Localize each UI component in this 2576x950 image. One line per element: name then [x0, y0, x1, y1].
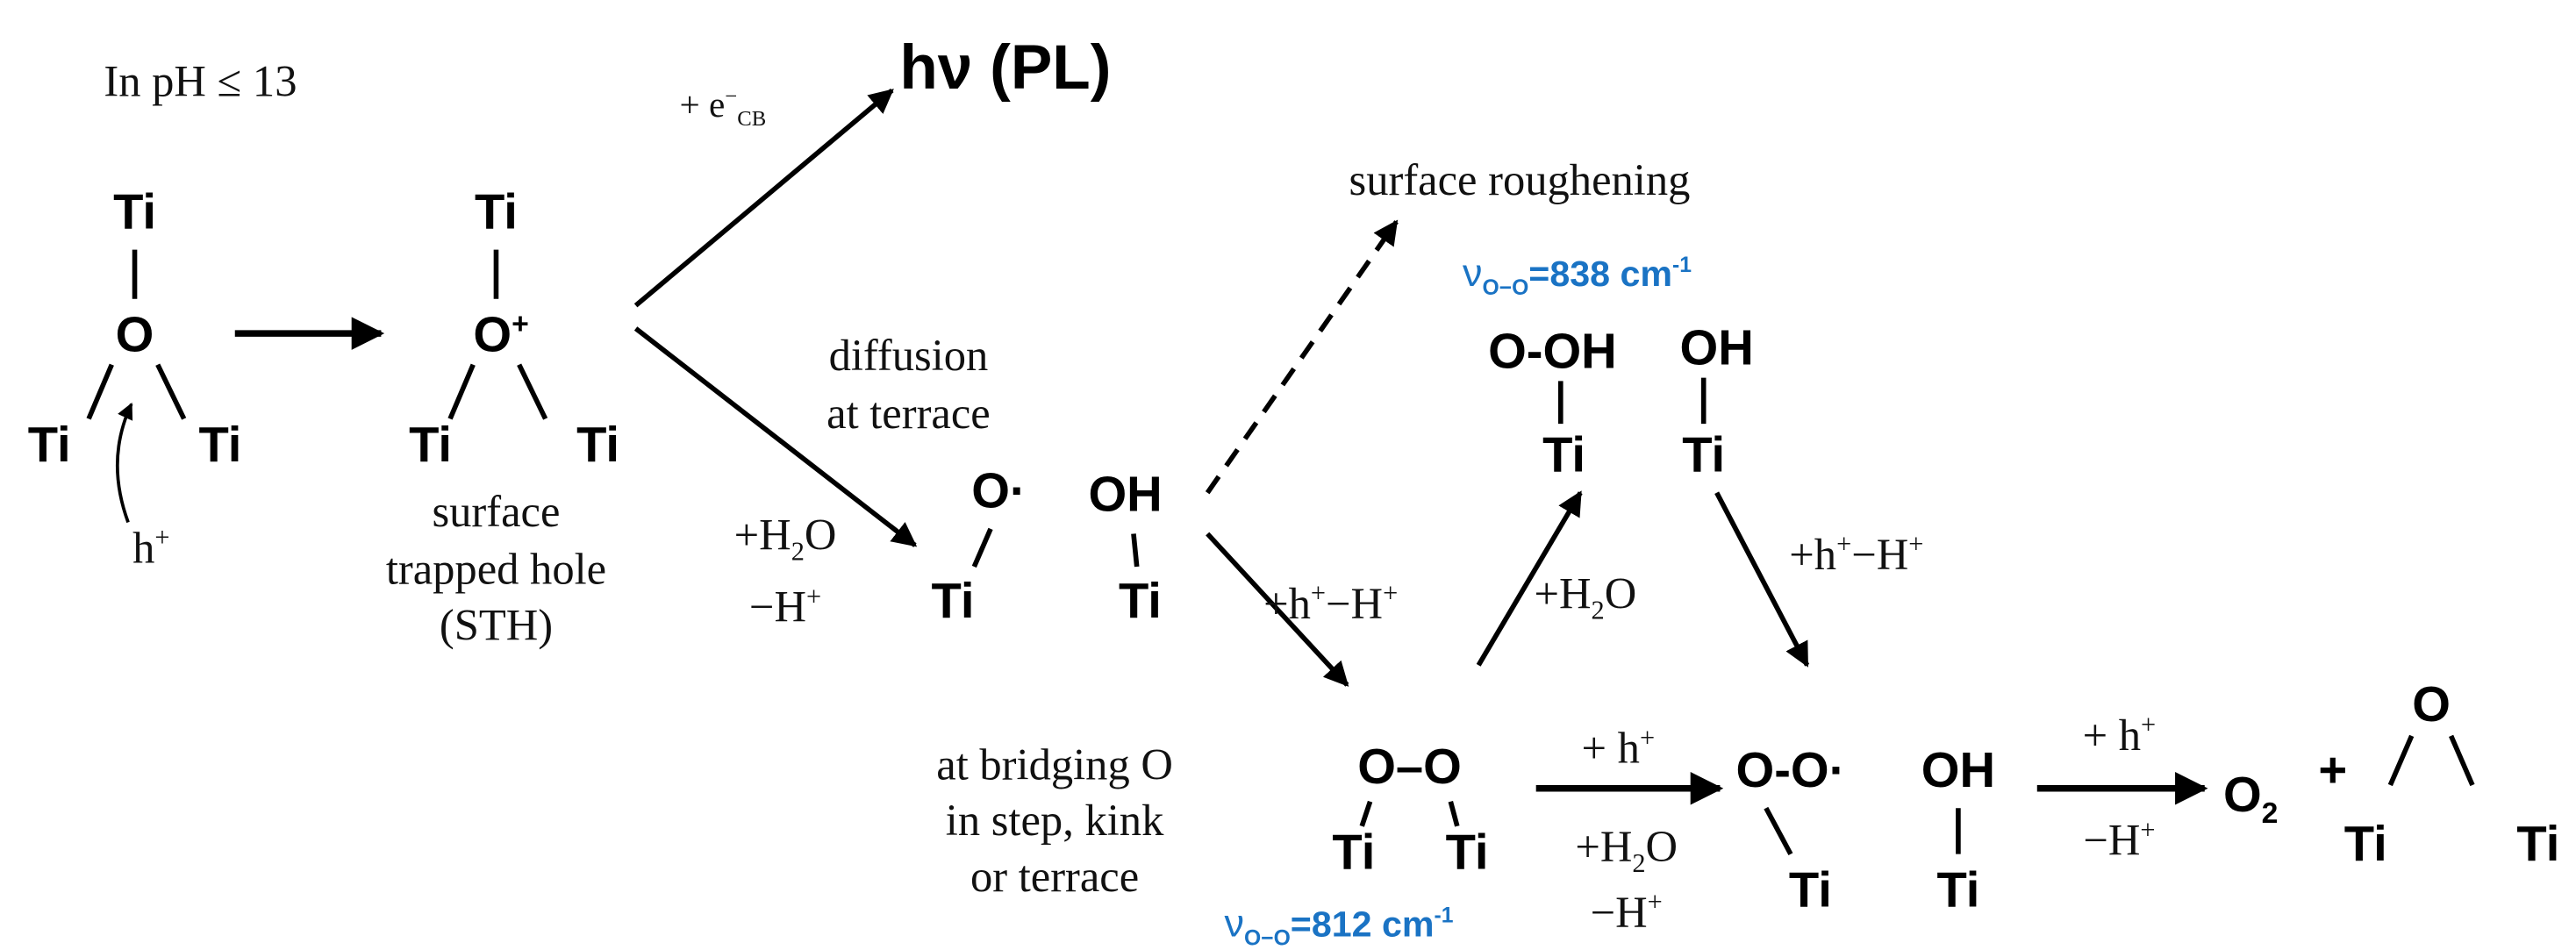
ti-atom: Ti: [409, 418, 453, 474]
superoxo-radical: O-O·: [1735, 744, 1846, 798]
diffusion-label-2: at terrace: [826, 388, 991, 438]
oh-group: OH: [1921, 744, 1996, 798]
sth-label-1: surface: [432, 487, 561, 537]
ph-condition: In pH ≤ 13: [104, 56, 297, 106]
oxidation-condition: +h+−H+: [1789, 529, 1924, 580]
pl-product: hν (PL): [899, 34, 1112, 104]
hole-condition: + h+: [1581, 723, 1656, 773]
bond: [1448, 801, 1460, 827]
ti-atom: Ti: [1542, 428, 1585, 483]
bridging-label-1: at bridging O: [936, 739, 1173, 789]
electron-reagent: + e−CB: [679, 82, 767, 131]
arrow: [1476, 490, 1583, 667]
ti-atom: Ti: [576, 418, 620, 474]
o-radical: O·: [971, 464, 1027, 519]
oxidation-condition: +h+−H+: [1263, 579, 1399, 629]
oh-group: OH: [1088, 468, 1163, 523]
water-condition: +H2O: [733, 510, 837, 567]
ti-atom: Ti: [198, 418, 242, 474]
bond: [971, 527, 993, 568]
oxygen-product: O2: [2222, 768, 2279, 830]
frequency-812: νO−O=812 cm-1: [1224, 901, 1454, 950]
bond: [155, 363, 187, 420]
o-plus-atom: O+: [473, 307, 529, 363]
bond: [2387, 734, 2415, 787]
ti-atom: Ti: [931, 575, 975, 630]
arrow: [1714, 491, 1810, 668]
ti-atom: Ti: [2516, 818, 2560, 873]
deprotonation-condition: −H+: [1590, 888, 1663, 938]
o-atom: O: [115, 309, 154, 363]
bridging-label-2: in step, kink: [945, 796, 1164, 846]
deprotonation-condition: −H+: [2083, 815, 2156, 865]
ti-atom: Ti: [475, 185, 518, 240]
water-condition: +H2O: [1575, 822, 1678, 879]
sth-label-2: trapped hole: [385, 544, 607, 594]
bond: [517, 363, 548, 420]
arrow: [1206, 532, 1349, 687]
o-atom: O: [2412, 678, 2451, 733]
bond: [86, 363, 114, 420]
ti-atom: Ti: [1788, 863, 1832, 918]
hole-condition: + h+: [2082, 710, 2157, 760]
hole-label: h+: [132, 523, 170, 573]
ti-atom: Ti: [1118, 575, 1162, 630]
arrow-diffusion: [633, 326, 918, 547]
bridging-label-3: or terrace: [970, 851, 1140, 902]
ti-atom: Ti: [113, 185, 156, 240]
bond: [447, 363, 476, 420]
peroxo-group: O–O: [1357, 740, 1462, 796]
ti-atom: Ti: [1445, 825, 1489, 881]
ti-atom: Ti: [1332, 825, 1376, 881]
hole-curved-arrow: [116, 402, 133, 524]
deprotonation-condition: −H+: [748, 582, 822, 632]
ti-atom: Ti: [2343, 818, 2387, 873]
plus-sign: +: [2318, 744, 2348, 798]
bond: [1131, 533, 1140, 568]
arrow-roughening: [1205, 219, 1399, 495]
oh-group: OH: [1679, 321, 1754, 376]
bond: [2449, 734, 2475, 787]
bond: [1359, 800, 1373, 827]
diffusion-label-1: diffusion: [828, 331, 989, 381]
ti-atom: Ti: [27, 418, 71, 474]
roughening-label: surface roughening: [1349, 154, 1691, 205]
ti-atom: Ti: [1936, 863, 1980, 918]
frequency-838: νO−O=838 cm-1: [1462, 251, 1692, 300]
arrow-pl: [633, 88, 894, 308]
o-oh-group: O-OH: [1488, 325, 1617, 380]
bond: [1764, 806, 1793, 855]
water-condition: +H2O: [1534, 568, 1637, 626]
ti-atom: Ti: [1682, 428, 1726, 483]
sth-label-3: (STH): [439, 600, 554, 650]
